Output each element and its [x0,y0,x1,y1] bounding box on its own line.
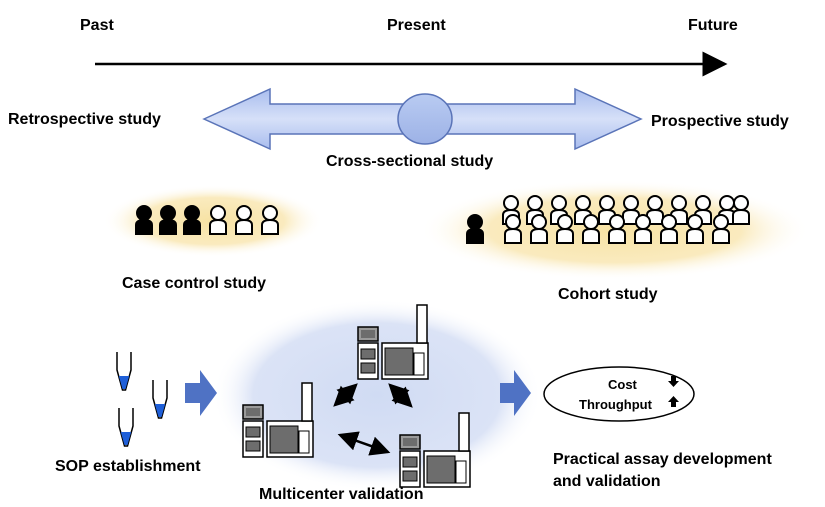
cohort-person-icon [634,214,652,244]
cohort-person-icon [582,214,600,244]
cohort-person-icon [686,214,704,244]
practical-label-line2: and validation [553,473,661,490]
throughput-label: Throughput [579,397,652,412]
validation-to-assay-arrow [500,370,531,416]
cohort-person-icon [556,214,574,244]
sop-to-validation-arrow [185,370,217,416]
instrument-link-arrows [333,383,413,456]
cohort-person-icon [530,214,548,244]
practical-label-line1: Practical assay development [553,451,772,468]
cohort-person-icon [504,214,522,244]
past-label: Past [80,17,114,34]
cross-sectional-label: Cross-sectional study [326,153,494,170]
prospective-label: Prospective study [651,113,789,130]
sop-label: SOP establishment [55,458,201,475]
cohort-person-icon [608,214,626,244]
cohort-person-icon [732,195,750,225]
up-arrow-icon [668,396,679,407]
cost-label: Cost [608,377,637,392]
present-label: Present [387,17,446,34]
future-label: Future [688,17,738,34]
retrospective-label: Retrospective study [8,111,161,128]
down-arrow-icon [668,376,679,387]
cost-throughput-oval [543,366,695,422]
case-control-label: Case control study [122,275,267,292]
multicenter-label: Multicenter validation [259,486,424,503]
cohort-person-icon [712,214,730,244]
cohort-person-icon [660,214,678,244]
cohort-label: Cohort study [558,286,658,303]
pipette-tips [116,351,168,447]
present-marker [397,93,453,145]
